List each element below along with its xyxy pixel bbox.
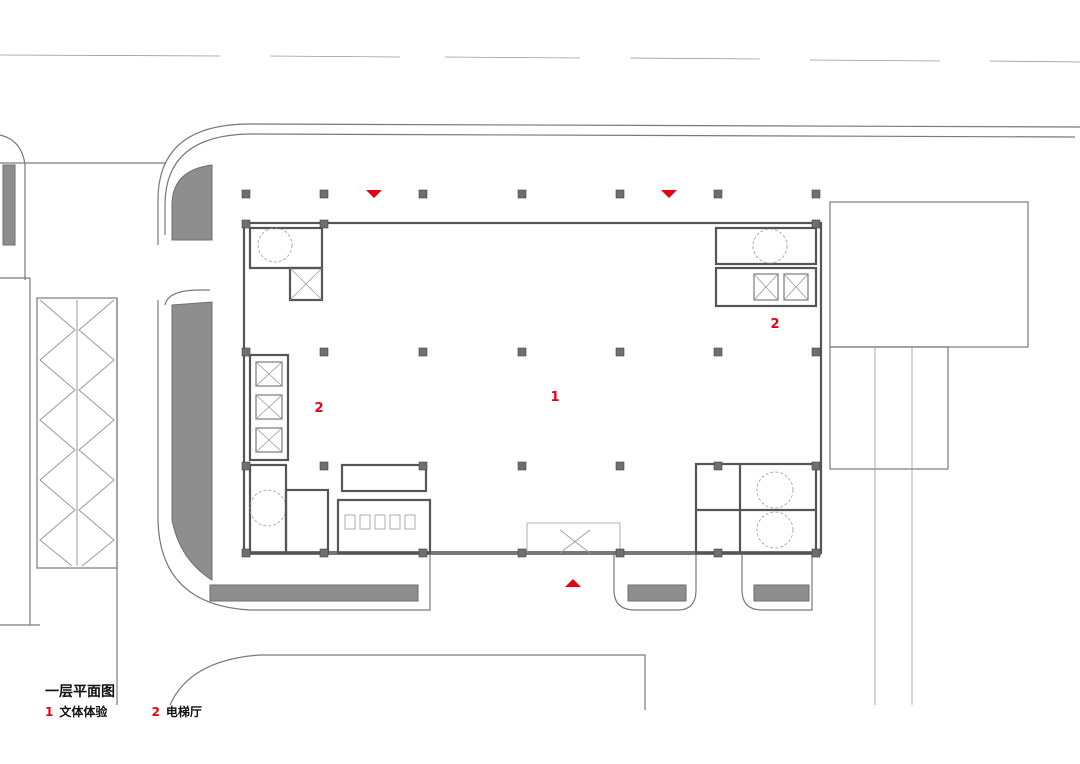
legend-item-1: 1 文体体验 — [45, 703, 107, 720]
column-14 — [615, 347, 625, 357]
column-23 — [811, 461, 821, 471]
legend-row: 1 文体体验 2 电梯厅 — [45, 703, 242, 720]
column-20 — [517, 461, 527, 471]
entrance-doors — [526, 522, 621, 554]
column-24 — [241, 548, 251, 558]
room-label-elevator-hall-right: 2 — [770, 317, 779, 332]
column-27 — [517, 548, 527, 558]
column-19 — [418, 461, 428, 471]
building-outline — [242, 221, 823, 555]
adjacent-building-right — [829, 201, 1029, 705]
site-curb — [157, 123, 1080, 611]
column-9 — [811, 219, 821, 229]
road-lower — [169, 654, 646, 710]
legend-number-1: 1 — [45, 705, 54, 719]
plan-legend: 一层平面图 1 文体体验 2 电梯厅 — [45, 683, 242, 720]
entrance-marker-north-1 — [366, 190, 382, 198]
column-13 — [517, 347, 527, 357]
column-22 — [713, 461, 723, 471]
column-6 — [811, 189, 821, 199]
column-16 — [811, 347, 821, 357]
column-2 — [418, 189, 428, 199]
adjacent-building-left — [0, 134, 165, 705]
entrance-marker-north-2 — [661, 190, 677, 198]
left-core — [248, 226, 432, 555]
entrance-marker-south — [565, 579, 581, 587]
right-core — [694, 226, 818, 555]
column-28 — [615, 548, 625, 558]
column-0 — [241, 189, 251, 199]
column-5 — [713, 189, 723, 199]
column-26 — [418, 548, 428, 558]
room-label-elevator-hall-left: 2 — [314, 401, 323, 416]
room-label-culture-sports: 1 — [550, 390, 559, 405]
column-18 — [319, 461, 329, 471]
plan-title: 一层平面图 — [45, 684, 115, 700]
column-21 — [615, 461, 625, 471]
legend-name-2: 电梯厅 — [165, 705, 202, 719]
column-3 — [517, 189, 527, 199]
column-10 — [241, 347, 251, 357]
column-11 — [319, 347, 329, 357]
legend-item-2: 2 电梯厅 — [152, 703, 202, 720]
column-25 — [319, 548, 329, 558]
planters — [2, 164, 810, 602]
column-12 — [418, 347, 428, 357]
road-edge-top — [0, 54, 1080, 63]
column-17 — [241, 461, 251, 471]
column-30 — [811, 548, 821, 558]
column-29 — [713, 548, 723, 558]
structural-columns — [241, 189, 821, 558]
column-15 — [713, 347, 723, 357]
column-7 — [241, 219, 251, 229]
entrance-markers — [366, 190, 677, 587]
column-8 — [319, 219, 329, 229]
legend-number-2: 2 — [151, 705, 160, 719]
column-4 — [615, 189, 625, 199]
column-1 — [319, 189, 329, 199]
legend-name-1: 文体体验 — [59, 705, 108, 719]
